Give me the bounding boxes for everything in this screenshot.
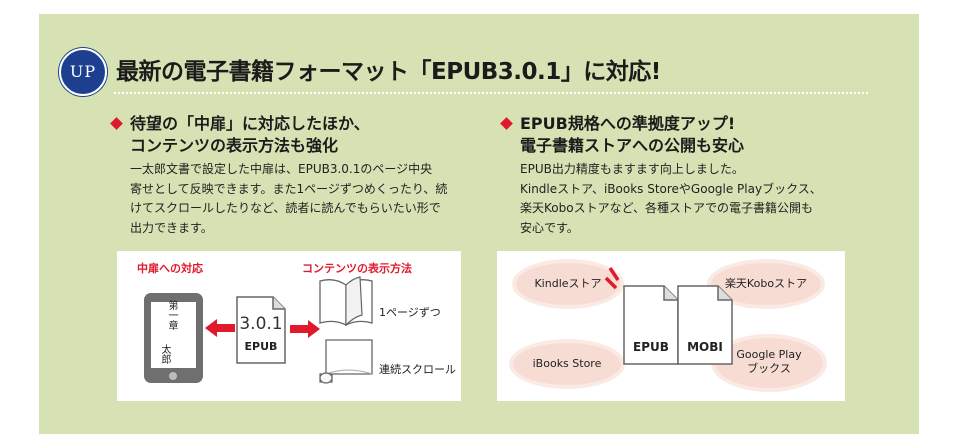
store-google-line-2: ブックス (747, 362, 791, 375)
left-body-line: 寄せとして反映できます。また1ページずつめくったり、続 (130, 181, 448, 196)
right-body-line: 楽天Koboストアなど、各種ストアでの電子書籍公開も (520, 201, 813, 215)
left-body-line: 一太郎文書で設定した中扉は、EPUB3.0.1のページ中央 (130, 162, 433, 176)
store-google: Google Play ブックス (715, 348, 823, 376)
dotted-divider (114, 92, 868, 94)
store-google-line-1: Google Play (736, 348, 802, 361)
mode-scroll-label: 連続スクロール (379, 363, 456, 376)
left-section-title: 待望の「中扉」に対応したほか、 コンテンツの表示方法も強化 (110, 113, 370, 157)
right-title-line-2: 電子書籍ストアへの公開も安心 (520, 136, 745, 155)
right-title-line-1: EPUB規格への準拠度アップ! (520, 114, 736, 133)
right-section-title: EPUB規格への準拠度アップ! 電子書籍ストアへの公開も安心 (500, 113, 745, 157)
tablet-icon (144, 293, 203, 383)
ibooks-oval (513, 343, 621, 385)
emphasis-marks-icon (604, 267, 620, 290)
up-badge: UP (59, 48, 107, 96)
left-title-line-1: 待望の「中扉」に対応したほか、 (130, 114, 370, 133)
epub-document-icon (236, 296, 286, 364)
doc-format: EPUB (244, 340, 278, 353)
arrow-right-icon (290, 320, 320, 338)
doc-version: 3.0.1 (239, 314, 283, 334)
diamond-bullet-icon (110, 117, 123, 130)
doc-epub: EPUB (633, 340, 669, 354)
contents-display-label: コンテンツの表示方法 (302, 262, 412, 275)
left-body: 一太郎文書で設定した中扉は、EPUB3.0.1のページ中央 寄せとして反映できま… (130, 160, 447, 238)
store-kindle: Kindleストア (534, 277, 602, 290)
store-kobo: 楽天Koboストア (724, 277, 808, 290)
page-flip-icon (319, 276, 373, 327)
mode-page-label: 1ページずつ (379, 306, 441, 319)
arrow-left-icon (205, 319, 235, 337)
google-oval (715, 338, 823, 388)
kindle-oval (516, 263, 620, 305)
right-body-line: EPUB出力精度もますます向上しました。 (520, 162, 744, 176)
left-title-line-2: コンテンツの表示方法も強化 (130, 136, 339, 155)
scroll-icon (319, 339, 373, 384)
headline: 最新の電子書籍フォーマット「EPUB3.0.1」に対応! (116, 59, 661, 85)
right-body: EPUB出力精度もますます向上しました。 Kindleストア、iBooks St… (520, 160, 822, 238)
left-body-line: 出力できます。 (130, 220, 213, 235)
mobi-file-icon (677, 285, 733, 365)
diamond-bullet-icon (500, 117, 513, 130)
tablet-text-name: 太郎 (159, 344, 170, 364)
store-ibooks: iBooks Store (532, 357, 602, 370)
doc-mobi: MOBI (687, 340, 723, 354)
tablet-text-chapter: 第一章 (166, 300, 177, 330)
left-body-line: けてスクロールしたりなど、読者に読んでもらいたい形で (130, 201, 441, 215)
right-body-line: 安心です。 (520, 220, 579, 235)
right-body-line: Kindleストア、iBooks StoreやGoogle Playブックス、 (520, 181, 822, 196)
chuuto-label: 中扉への対応 (137, 262, 203, 275)
